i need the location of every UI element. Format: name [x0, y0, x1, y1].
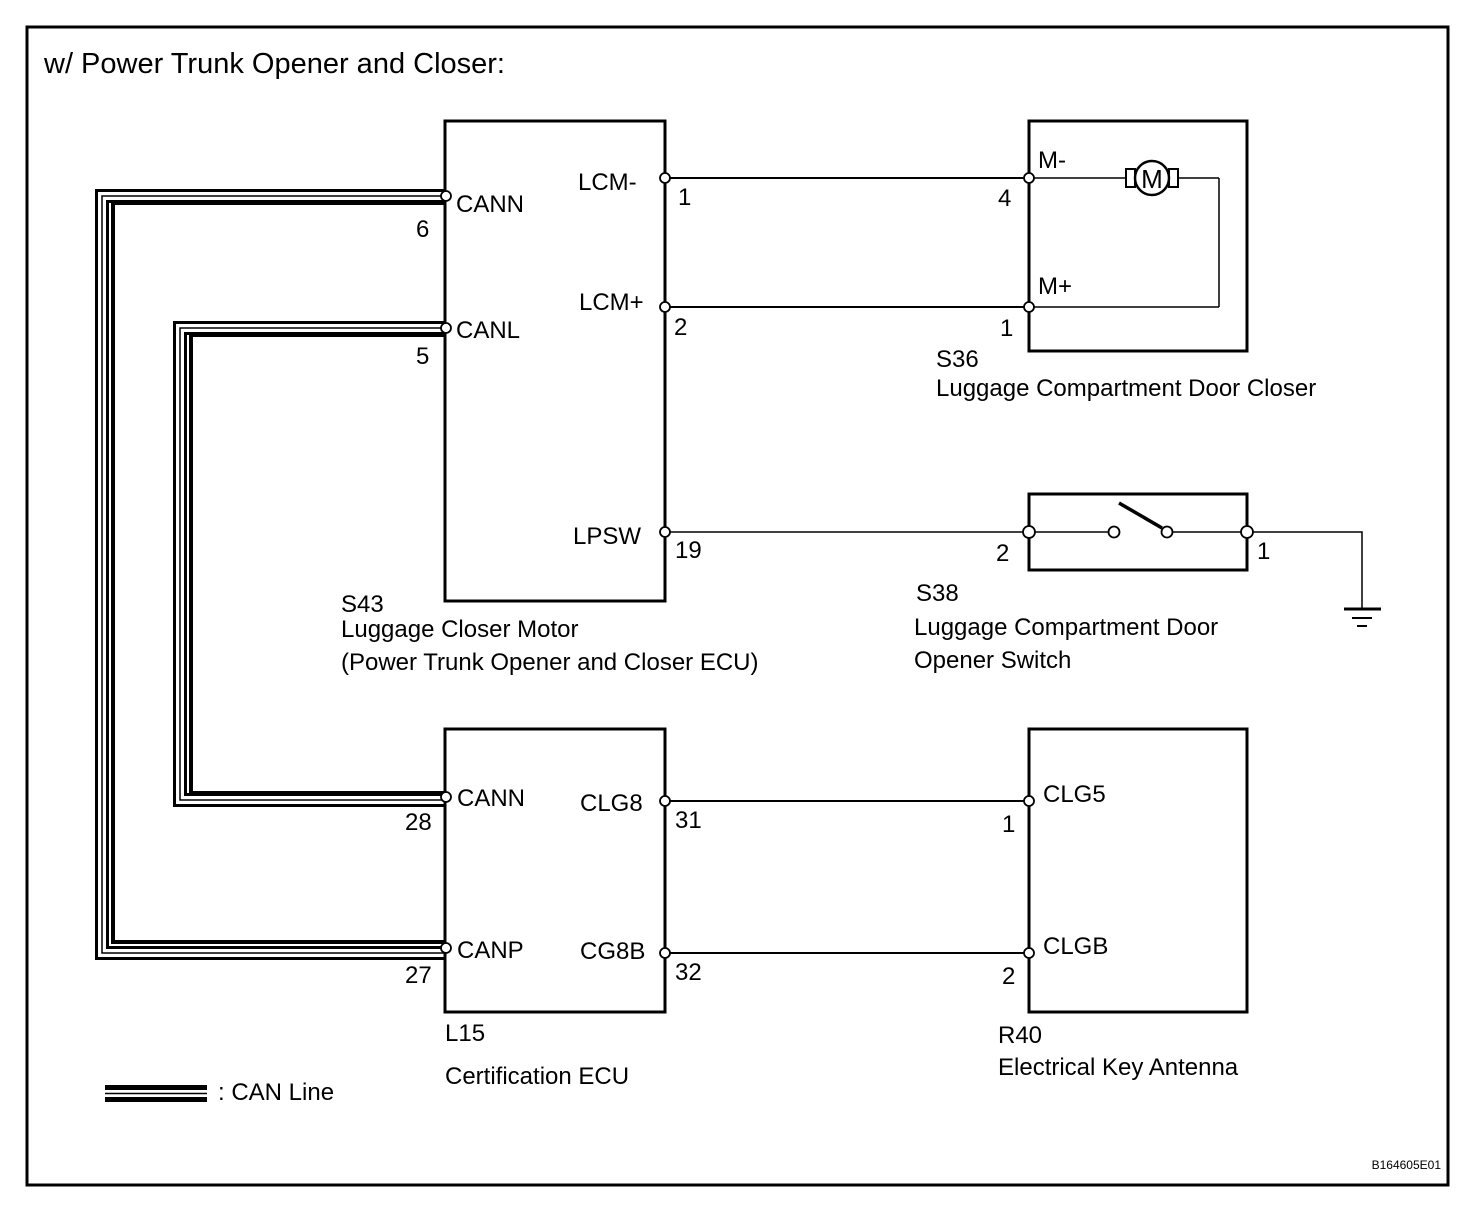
s38-pin1-terminal: [1240, 525, 1254, 539]
s43-pin-lpsw-label: LPSW: [573, 523, 641, 550]
l15-pin-canp-label: CANP: [457, 937, 524, 964]
diagram-frame: [25, 25, 1450, 1187]
r40-pin-clgb-number: 2: [1002, 963, 1015, 990]
legend: : CAN Line: [105, 1079, 334, 1106]
l15-pin-clg8-number: 31: [675, 807, 702, 834]
l15-pin-cg8b-number: 32: [675, 959, 702, 986]
s43-code: S43: [341, 591, 384, 618]
s43-pin-lcm-plus-number: 2: [674, 314, 687, 341]
s38-pin2-number: 2: [996, 540, 1009, 567]
l15-code: L15: [445, 1020, 485, 1047]
s43-pin-lpsw-terminal: [659, 526, 671, 538]
switch-icon: [1107, 501, 1174, 539]
s36-pin-m-plus-number: 1: [1000, 315, 1013, 342]
s43-pin-lcm-plus-terminal: [659, 301, 671, 313]
s43-pin-canl-terminal: [440, 322, 452, 334]
s36-code: S36: [936, 346, 979, 373]
l15-pin-clg8-label: CLG8: [580, 790, 643, 817]
s36-name-line1: Luggage Compartment Door Closer: [936, 375, 1316, 402]
motor-symbol-letter: M: [1141, 164, 1163, 194]
l15-name-line1: Certification ECU: [445, 1063, 629, 1090]
r40-pin-clg5-label: CLG5: [1043, 781, 1106, 808]
ground-icon: [1253, 531, 1381, 627]
can-line-legend-label: : CAN Line: [218, 1079, 334, 1106]
s43-pin-lcm-minus-terminal: [659, 172, 671, 184]
component-l15: CANN 28 CANP 27 CLG8 31 CG8B 32 L15 Cert…: [405, 727, 702, 1090]
s38-pin2-terminal: [1022, 525, 1036, 539]
s38-code: S38: [916, 580, 959, 607]
r40-pin-clg5-number: 1: [1002, 811, 1015, 838]
component-s36: M- 4 M+ 1 M S36 Luggage Compartment Door…: [936, 119, 1316, 402]
r40-pin-clgb-label: CLGB: [1043, 933, 1108, 960]
motor-icon: M: [1125, 159, 1179, 197]
l15-pin-clg8-terminal: [659, 795, 671, 807]
s43-pin-canl-label: CANL: [456, 317, 520, 344]
s43-pin-cann-number: 6: [416, 216, 429, 243]
s36-pin-m-minus-number: 4: [998, 185, 1011, 212]
component-r40: CLG5 1 CLGB 2 R40 Electrical Key Antenna: [998, 727, 1249, 1081]
s36-box: [1027, 119, 1249, 353]
s43-name-line1: Luggage Closer Motor: [341, 616, 578, 643]
s43-name-line2: (Power Trunk Opener and Closer ECU): [341, 649, 759, 676]
s36-pin-m-minus-label: M-: [1038, 147, 1066, 174]
l15-pin-cann-label: CANN: [457, 785, 525, 812]
r40-box: [1027, 727, 1249, 1014]
s36-pin-m-plus-terminal: [1023, 301, 1035, 313]
component-s38: 2 1 S38 Luggage Compartment Door Opener …: [914, 492, 1270, 674]
figure-code: B164605E01: [1372, 1158, 1442, 1172]
s38-name-line1: Luggage Compartment Door: [914, 614, 1218, 641]
s38-pin1-number: 1: [1257, 538, 1270, 565]
s43-box: [443, 119, 667, 603]
r40-name-line1: Electrical Key Antenna: [998, 1054, 1239, 1081]
s43-pin-lpsw-number: 19: [675, 537, 702, 564]
l15-pin-canp-number: 27: [405, 962, 432, 989]
s36-pin-m-plus-label: M+: [1038, 273, 1072, 300]
can-line-s43-canl-to-l15-cann: [173, 321, 445, 807]
l15-pin-cg8b-terminal: [659, 947, 671, 959]
s43-pin-lcm-minus-label: LCM-: [578, 169, 637, 196]
l15-pin-canp-terminal: [440, 942, 452, 954]
r40-pin-clgb-terminal: [1023, 947, 1035, 959]
r40-pin-clg5-terminal: [1023, 795, 1035, 807]
s36-pin-m-minus-terminal: [1023, 172, 1035, 184]
s43-pin-cann-terminal: [440, 190, 452, 202]
can-line-legend-icon: [105, 1085, 207, 1102]
s43-pin-lcm-minus-number: 1: [678, 184, 691, 211]
l15-pin-cann-number: 28: [405, 809, 432, 836]
s43-pin-canl-number: 5: [416, 343, 429, 370]
s38-name-line2: Opener Switch: [914, 647, 1071, 674]
l15-pin-cg8b-label: CG8B: [580, 938, 645, 965]
l15-pin-cann-terminal: [440, 791, 452, 803]
s43-pin-lcm-plus-label: LCM+: [579, 289, 644, 316]
l15-box: [443, 727, 667, 1014]
diagram-title: w/ Power Trunk Opener and Closer:: [43, 48, 505, 80]
component-s43: CANN 6 CANL 5 LCM- 1 LCM+ 2 LPSW 19 S43 …: [341, 119, 759, 676]
r40-code: R40: [998, 1022, 1042, 1049]
s43-pin-cann-label: CANN: [456, 191, 524, 218]
can-line-s43-cann-to-l15-canp: [95, 189, 445, 960]
